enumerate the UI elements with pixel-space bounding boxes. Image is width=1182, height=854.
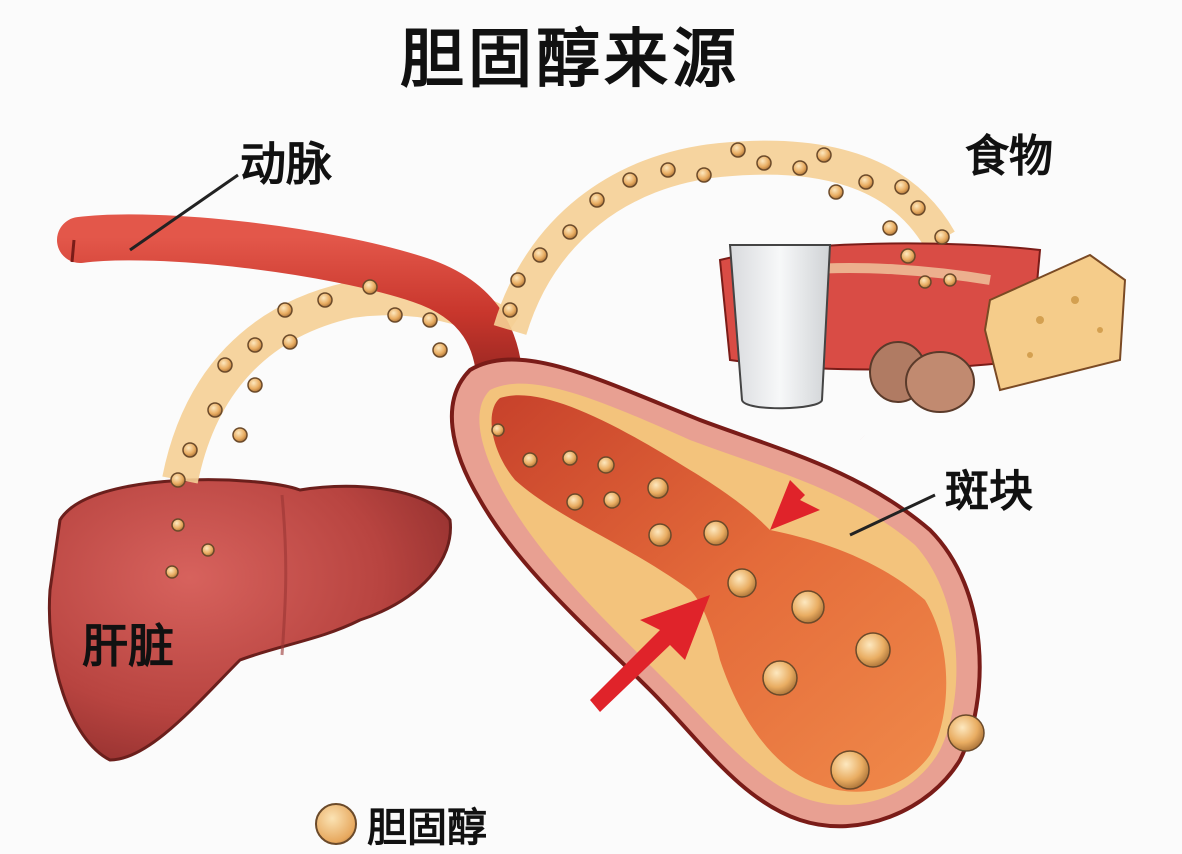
diagram-title: 胆固醇来源 <box>400 22 740 97</box>
label-food: 食物 <box>965 131 1053 182</box>
food-items <box>718 242 1127 413</box>
liver <box>47 478 452 762</box>
label-plaque: 斑块 <box>945 466 1033 517</box>
artery-cross-section <box>449 357 982 829</box>
egg <box>905 351 975 413</box>
food-to-artery-flow <box>493 140 955 336</box>
legend-label: 胆固醇 <box>367 804 487 851</box>
cholesterol-particles <box>165 142 985 790</box>
artery-leader-line <box>129 173 239 252</box>
milk-glass <box>728 244 832 410</box>
plaque-leader-line <box>849 493 936 537</box>
legend: 胆固醇 <box>315 795 487 853</box>
label-artery: 动脉 <box>240 137 332 191</box>
cholesterol-particle-icon <box>315 803 357 845</box>
label-liver: 肝脏 <box>82 619 174 673</box>
cheese <box>983 253 1127 392</box>
plaque-arrows <box>590 435 865 712</box>
artery <box>57 214 523 413</box>
